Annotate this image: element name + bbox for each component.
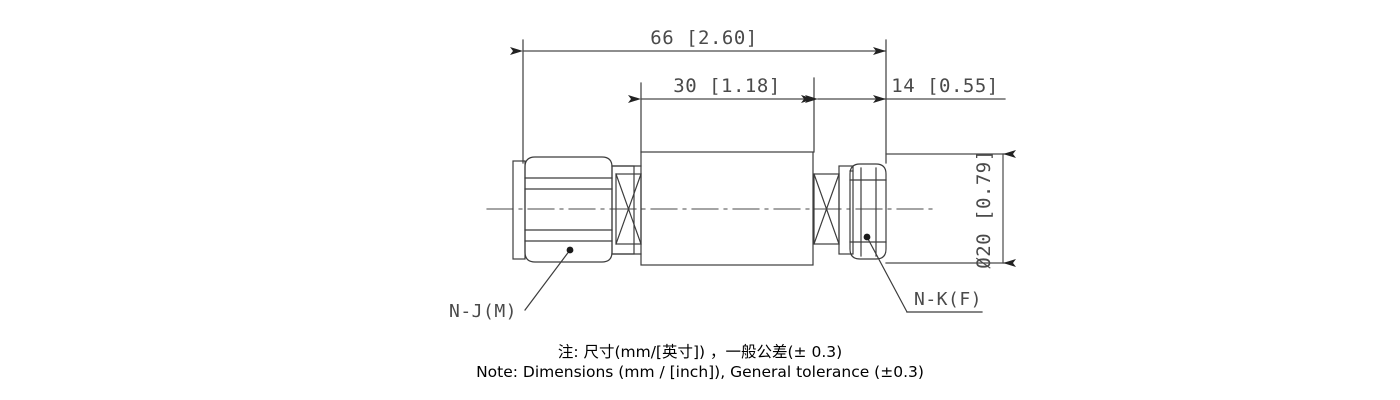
notes-block: 注: 尺寸(mm/[英寸]) ，一般公差(± 0.3) Note: Dimens… bbox=[0, 342, 1400, 383]
leader-dot-icon-left bbox=[566, 246, 574, 254]
note-english: Note: Dimensions (mm / [inch]), General … bbox=[476, 363, 924, 382]
dimension-line-diameter bbox=[885, 150, 1016, 267]
dimension-label-body-length: 30 [1.18] bbox=[673, 75, 780, 97]
left-connector-body bbox=[512, 156, 642, 263]
leader-line-right bbox=[866, 236, 983, 313]
callout-label-left-connector: N-J(M) bbox=[449, 301, 517, 322]
leader-dot-icon-right bbox=[863, 233, 871, 241]
adapter-center-body bbox=[611, 151, 814, 266]
callout-label-right-connector: N-K(F) bbox=[914, 289, 982, 310]
dimension-label-body-diameter: Ø20 [0.79] bbox=[973, 149, 995, 268]
note-chinese: 注: 尺寸(mm/[英寸]) ，一般公差(± 0.3) bbox=[557, 343, 843, 361]
dimension-label-overall-length: 66 [2.60] bbox=[650, 27, 757, 49]
right-connector-body bbox=[813, 163, 887, 260]
leader-line-left bbox=[524, 249, 571, 311]
extension-lines bbox=[522, 39, 887, 164]
dimension-label-female-end-length: 14 [0.55] bbox=[891, 75, 998, 97]
